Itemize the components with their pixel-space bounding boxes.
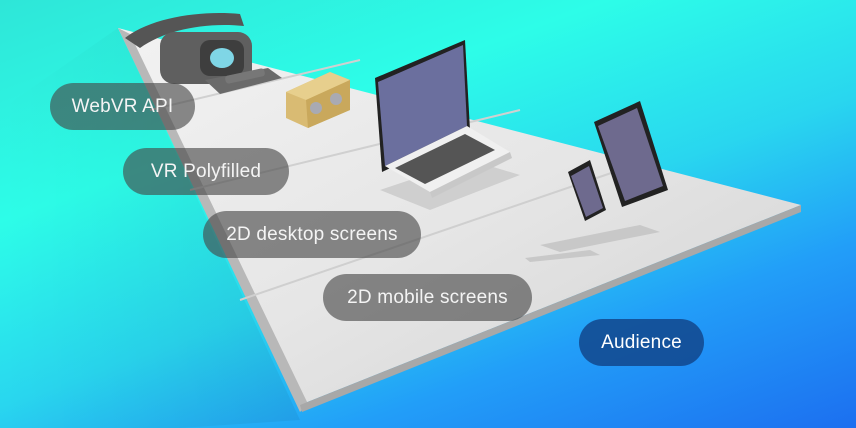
- phone-icon: [568, 160, 606, 221]
- laptop-icon: [375, 40, 512, 198]
- label-text: 2D desktop screens: [226, 223, 398, 245]
- label-webvr-api: WebVR API: [50, 83, 195, 130]
- label-2d-mobile-screens: 2D mobile screens: [323, 274, 532, 321]
- tablet-icon: [594, 101, 668, 207]
- cardboard-viewer-icon: [286, 72, 350, 128]
- label-audience: Audience: [579, 319, 704, 366]
- label-text: Audience: [601, 331, 682, 353]
- vr-headset-icon: [125, 13, 282, 94]
- label-text: VR Polyfilled: [150, 160, 262, 182]
- label-text: 2D mobile screens: [347, 286, 508, 308]
- label-vr-polyfilled: VR Polyfilled: [123, 148, 289, 195]
- label-text: WebVR API: [71, 95, 174, 117]
- label-2d-desktop-screens: 2D desktop screens: [203, 211, 421, 258]
